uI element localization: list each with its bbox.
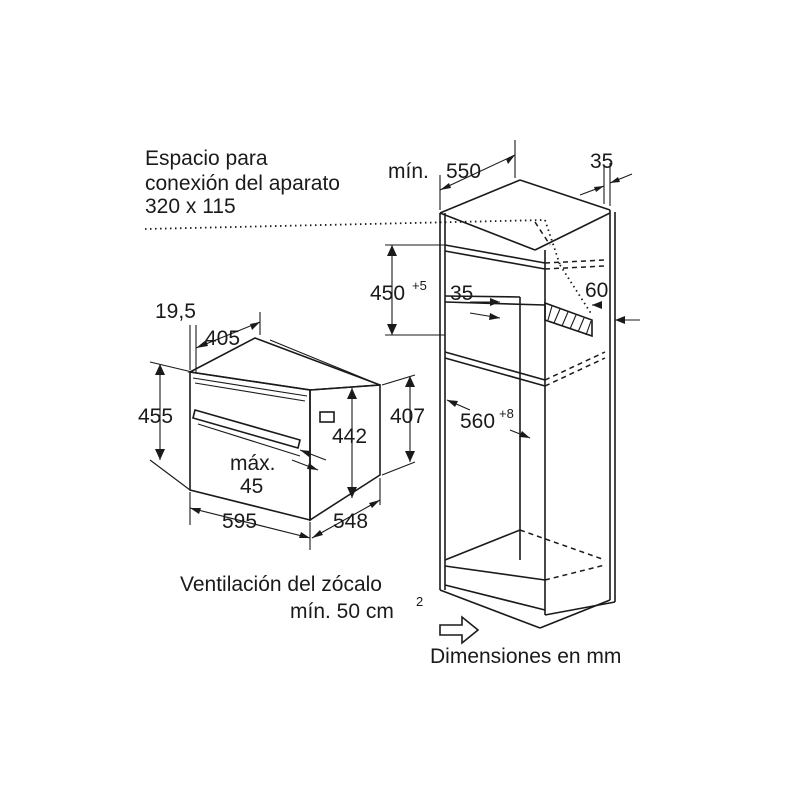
dim-595-label: 595: [222, 510, 257, 533]
min-prefix-label: mín.: [388, 160, 429, 183]
dim-442-label: 442: [332, 425, 367, 448]
dim-550-label: 550: [446, 160, 481, 183]
dimension-arrowheads: [155, 155, 625, 538]
dim-407-label: 407: [390, 405, 425, 428]
dim-548-label: 548: [333, 510, 368, 533]
dim-405-label: 405: [205, 327, 240, 350]
diagram-labels: Espacio para conexión del aparato 320 x …: [138, 147, 621, 668]
oven-appliance: [187, 337, 381, 522]
dim-560-label: 560: [460, 410, 495, 433]
dim-45-label: 45: [240, 475, 263, 498]
max-label: máx.: [230, 452, 276, 475]
connection-space-marker: [144, 219, 593, 316]
dim-35-top-label: 35: [590, 150, 613, 173]
dim-450-label: 450: [370, 282, 405, 305]
dimension-lines: [149, 140, 640, 645]
units-note: Dimensiones en mm: [430, 645, 621, 668]
dim-450-tolerance: +5: [412, 278, 427, 293]
dim-455-label: 455: [138, 405, 173, 428]
ventilation-label-superscript: 2: [416, 594, 423, 609]
tall-cabinet: [439, 179, 616, 629]
connection-label-line2: conexión del aparato: [145, 172, 340, 195]
connection-label-line1: Espacio para: [145, 147, 268, 170]
dim-60-label: 60: [585, 279, 608, 302]
dim-35-mid-label: 35: [450, 282, 473, 305]
dim-560-tolerance: +8: [499, 406, 514, 421]
ventilation-label-line1: Ventilación del zócalo: [180, 573, 382, 596]
dim-19-5-label: 19,5: [155, 300, 196, 323]
connection-label-line3: 320 x 115: [145, 195, 236, 218]
ventilation-label-line2: mín. 50 cm: [290, 600, 394, 623]
